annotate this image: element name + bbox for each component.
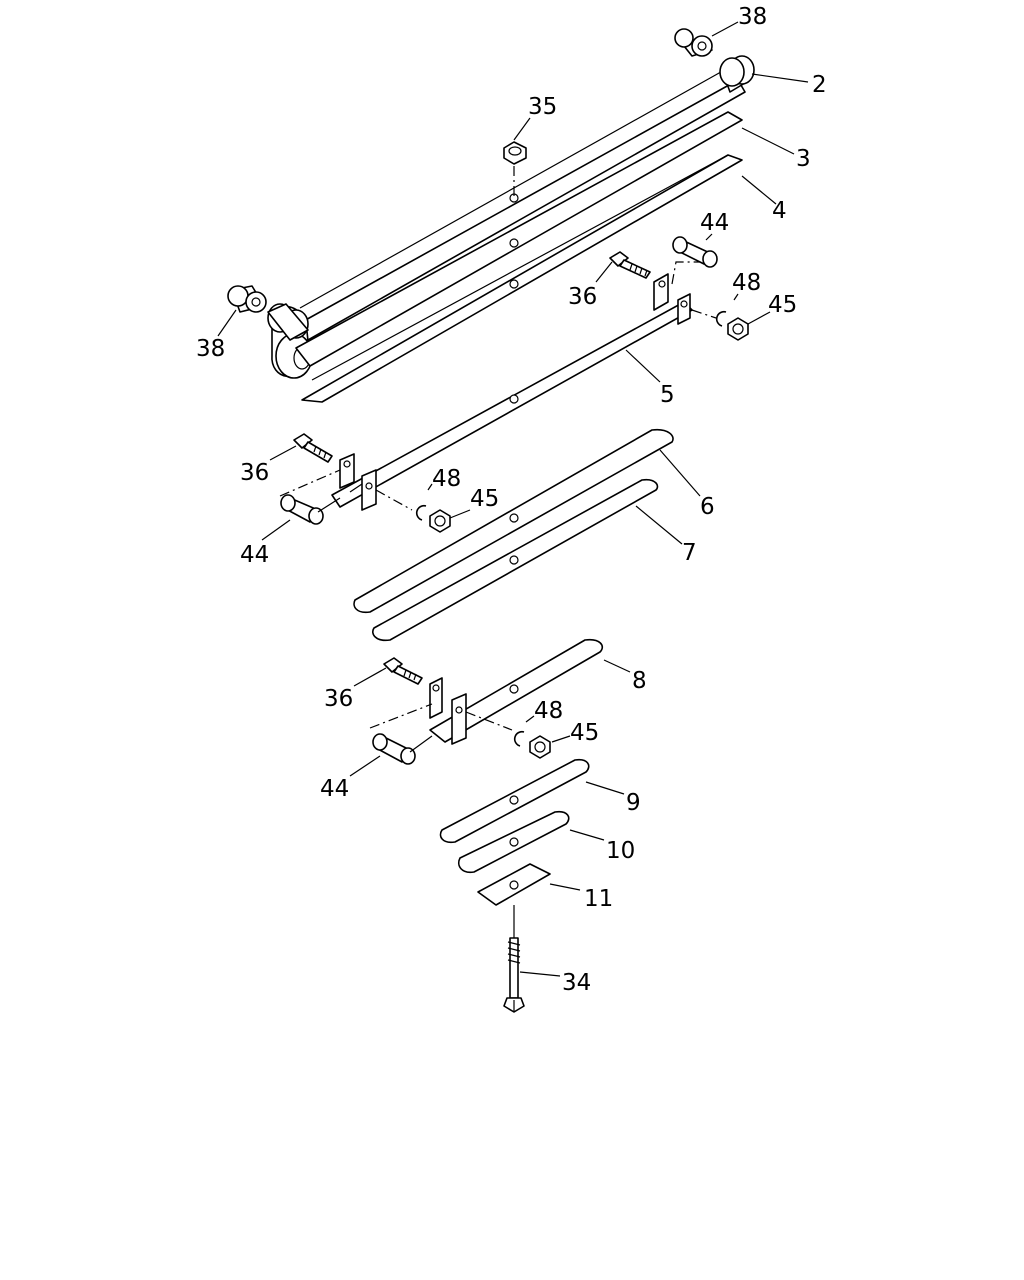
callout-44-middle: 44 (240, 542, 269, 568)
leaf-8 (429, 638, 604, 743)
callout-45-top: 45 (768, 292, 797, 318)
bushing-38-top (674, 28, 713, 57)
callout-44-lower: 44 (320, 776, 349, 802)
spacer-44-middle (280, 483, 363, 525)
rear-eye (719, 55, 755, 93)
nut-45-upper (727, 317, 749, 341)
rebound-clip-upper (609, 236, 749, 341)
leader-lines (217, 21, 809, 977)
callout-48-lower: 48 (534, 698, 563, 724)
rebound-clip-lower (369, 657, 551, 765)
callout-4: 4 (772, 198, 787, 224)
callout-48-top: 48 (732, 270, 761, 296)
callout-3: 3 (796, 146, 811, 172)
bolt-36-upper (609, 251, 651, 279)
callout-9: 9 (626, 790, 641, 816)
callout-labels: 38 2 35 3 4 44 36 48 45 38 5 36 48 45 6 … (196, 4, 827, 996)
leaf-6 (353, 428, 674, 614)
clip-48-lower (513, 730, 525, 747)
rebound-clip-middle (279, 433, 451, 533)
callout-8: 8 (632, 668, 647, 694)
spacer-44-lower (372, 733, 433, 765)
leaf-3 (295, 111, 743, 367)
bolt-36-lower (383, 657, 423, 685)
leaf-4 (301, 154, 743, 403)
callout-10: 10 (606, 838, 635, 864)
callout-5: 5 (660, 382, 675, 408)
nut-45-middle (429, 509, 451, 533)
callout-2: 2 (812, 72, 827, 98)
callout-35: 35 (528, 94, 557, 120)
leaf-9 (439, 758, 590, 844)
callout-45-lower: 45 (570, 720, 599, 746)
leaf-5 (331, 301, 693, 508)
spacer-44-upper (672, 236, 718, 268)
callout-6: 6 (700, 494, 715, 520)
nut-45-lower (529, 735, 551, 759)
callout-36-top: 36 (568, 284, 597, 310)
callout-38-top: 38 (738, 4, 767, 30)
callout-36-lower: 36 (324, 686, 353, 712)
callout-34: 34 (562, 970, 591, 996)
callout-45-middle: 45 (470, 486, 499, 512)
leaf-10 (458, 810, 570, 874)
callout-11: 11 (584, 886, 613, 912)
leaf-7 (372, 478, 659, 642)
clip-48-upper (715, 310, 727, 327)
nut-35 (503, 141, 527, 196)
callout-44-top: 44 (700, 210, 729, 236)
clip-48-middle (415, 504, 427, 521)
front-eye (267, 303, 313, 379)
bushing-38-left (227, 285, 267, 313)
callout-38-left: 38 (196, 336, 225, 362)
callout-36-middle: 36 (240, 460, 269, 486)
center-bolt-34 (503, 905, 525, 1013)
callout-7: 7 (682, 540, 697, 566)
bolt-36-middle (293, 433, 333, 463)
callout-48-middle: 48 (432, 466, 461, 492)
leaf-11 (477, 863, 551, 906)
